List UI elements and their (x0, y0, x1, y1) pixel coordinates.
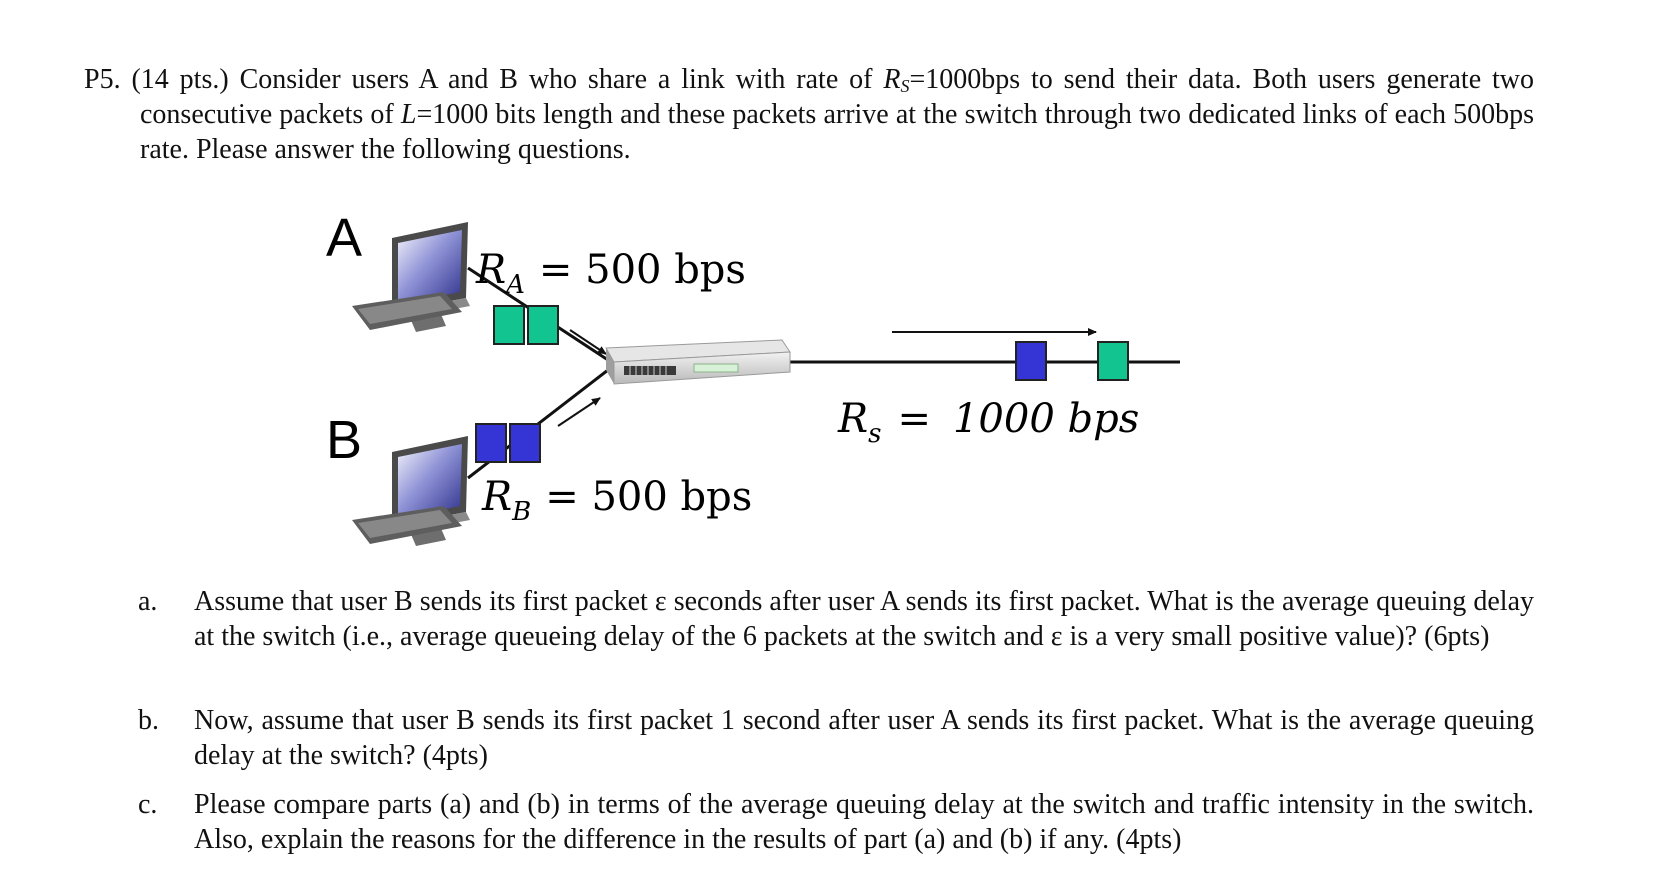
ra-value: = 500 bps (539, 247, 746, 293)
rs-subscript: S (900, 76, 910, 96)
question-letter: a. (138, 586, 158, 617)
problem-points: (14 pts.) (131, 64, 229, 95)
packet-a1 (493, 305, 525, 345)
ra-variable: R (475, 247, 506, 293)
ra-subscript: A (504, 270, 525, 300)
question-text: Please compare parts (a) and (b) in term… (194, 789, 1534, 855)
question-text: Now, assume that user B sends its first … (194, 705, 1534, 771)
rs-subscript: s (868, 419, 881, 449)
user-a-label: A (326, 208, 362, 268)
rs-equals: = (897, 396, 931, 442)
packet-a2 (527, 305, 559, 345)
arrow-a-icon (569, 329, 607, 355)
question-letter: c. (138, 789, 158, 820)
ra-label: RA = 500 bps (475, 247, 746, 300)
packet-out-a (1097, 341, 1129, 381)
question-b: b. Now, assume that user B sends its fir… (138, 703, 1534, 773)
rb-variable: R (481, 474, 512, 520)
problem-intro-2: =1000 bits length and these packets arri… (140, 99, 1534, 165)
rs-variable: R (837, 396, 868, 442)
computer-a-icon (352, 222, 470, 332)
rs-label: Rs = 1000 bps (837, 396, 1139, 449)
problem-intro-1: Consider users A and B who share a link … (239, 64, 884, 95)
problem-statement: P5. (14 pts.) Consider users A and B who… (84, 62, 1534, 167)
l-variable: L (400, 99, 417, 130)
rb-value: = 500 bps (545, 474, 752, 520)
rb-subscript: B (511, 497, 531, 527)
user-b-label: B (326, 410, 362, 470)
question-c: c. Please compare parts (a) and (b) in t… (138, 787, 1534, 857)
problem-label: P5. (84, 64, 121, 95)
packet-b1 (475, 423, 507, 463)
question-letter: b. (138, 705, 159, 736)
computer-b-icon (352, 436, 470, 546)
switch-icon (605, 339, 791, 385)
rs-variable: R (883, 64, 901, 95)
rs-value: 1000 bps (953, 396, 1139, 442)
arrow-b-icon (557, 397, 601, 427)
rb-label: RB = 500 bps (481, 474, 752, 527)
packet-out-b (1015, 341, 1047, 381)
packet-b2 (509, 423, 541, 463)
problem-rs-value: =1000bps to send their data. Both users … (140, 64, 1535, 130)
question-text: Assume that user B sends its first packe… (194, 586, 1534, 652)
question-a: a. Assume that user B sends its first pa… (138, 584, 1534, 654)
packet-group (475, 305, 1129, 463)
